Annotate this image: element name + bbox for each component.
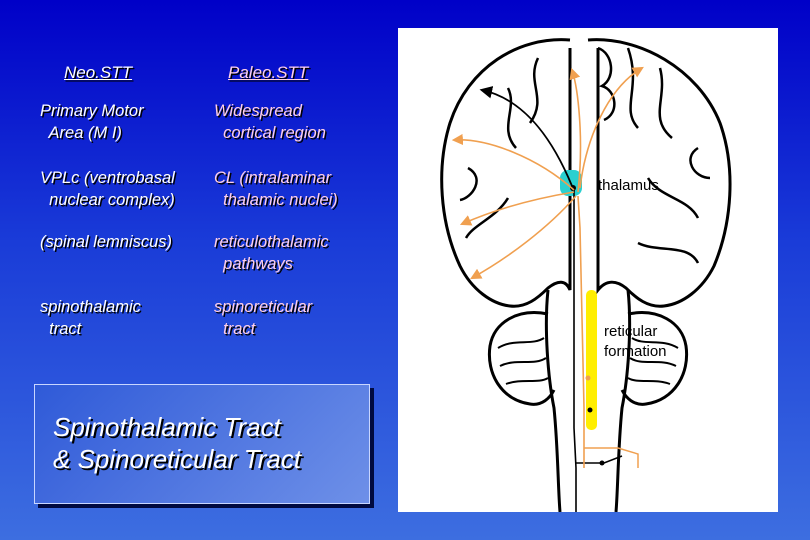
reticular-formation-highlight bbox=[586, 290, 597, 430]
paleo-projection-left-middle bbox=[459, 191, 575, 226]
paleo-stt-heading: Paleo.STT bbox=[228, 63, 309, 82]
paleo-projection-right bbox=[579, 66, 644, 189]
paleo-thalamus-label: CL (intralaminar thalamic nuclei) bbox=[214, 169, 338, 209]
slide-title: Spinothalamic Tract & Spinoreticular Tra… bbox=[53, 412, 302, 474]
paleo-cortex-label: Widespread cortical region bbox=[214, 102, 326, 142]
neo-ascending-path bbox=[573, 188, 577, 512]
paleo-projection-top bbox=[569, 67, 582, 193]
paleo-projection-left-lower bbox=[470, 195, 577, 280]
neo-spinal-entry bbox=[576, 455, 623, 464]
neo-spinal-synapse bbox=[599, 460, 605, 466]
right-sulci bbox=[597, 46, 711, 264]
paleo-tract-label: spinoreticular tract bbox=[214, 298, 313, 338]
paleo-synapse-1 bbox=[585, 375, 591, 381]
neo-cortex-projection bbox=[479, 86, 573, 187]
title-box: Spinothalamic Tract & Spinoreticular Tra… bbox=[34, 384, 370, 504]
reticular-formation-label: reticular formation bbox=[604, 323, 667, 360]
paleo-synapse-2 bbox=[587, 407, 593, 413]
paleo-ascending-path bbox=[577, 195, 585, 468]
neo-cortex-label: Primary Motor Area (M I) bbox=[40, 102, 144, 142]
neo-thalamus-synapse bbox=[570, 185, 576, 191]
brain-diagram-svg bbox=[440, 38, 732, 512]
left-sulci bbox=[459, 57, 540, 239]
thalamus-label: thalamus bbox=[598, 177, 659, 194]
neo-tract-label: spinothalamic tract bbox=[40, 298, 141, 338]
cerebrum-outline bbox=[440, 38, 732, 308]
paleo-projection-left-upper bbox=[451, 133, 575, 191]
brainstem-outline bbox=[544, 289, 632, 512]
paleo-pathway-label: reticulothalamic pathways bbox=[214, 233, 329, 273]
paleo-spinal-entry bbox=[584, 447, 639, 468]
neo-pathway-label: (spinal lemniscus) bbox=[40, 233, 173, 251]
neo-thalamus-label: VPLc (ventrobasal nuclear complex) bbox=[40, 169, 175, 209]
cerebellum-folia bbox=[497, 337, 679, 385]
brain-diagram: thalamus reticular formation bbox=[398, 28, 778, 512]
cerebellum-outline bbox=[487, 311, 689, 406]
neo-stt-heading: Neo.STT bbox=[64, 63, 133, 82]
